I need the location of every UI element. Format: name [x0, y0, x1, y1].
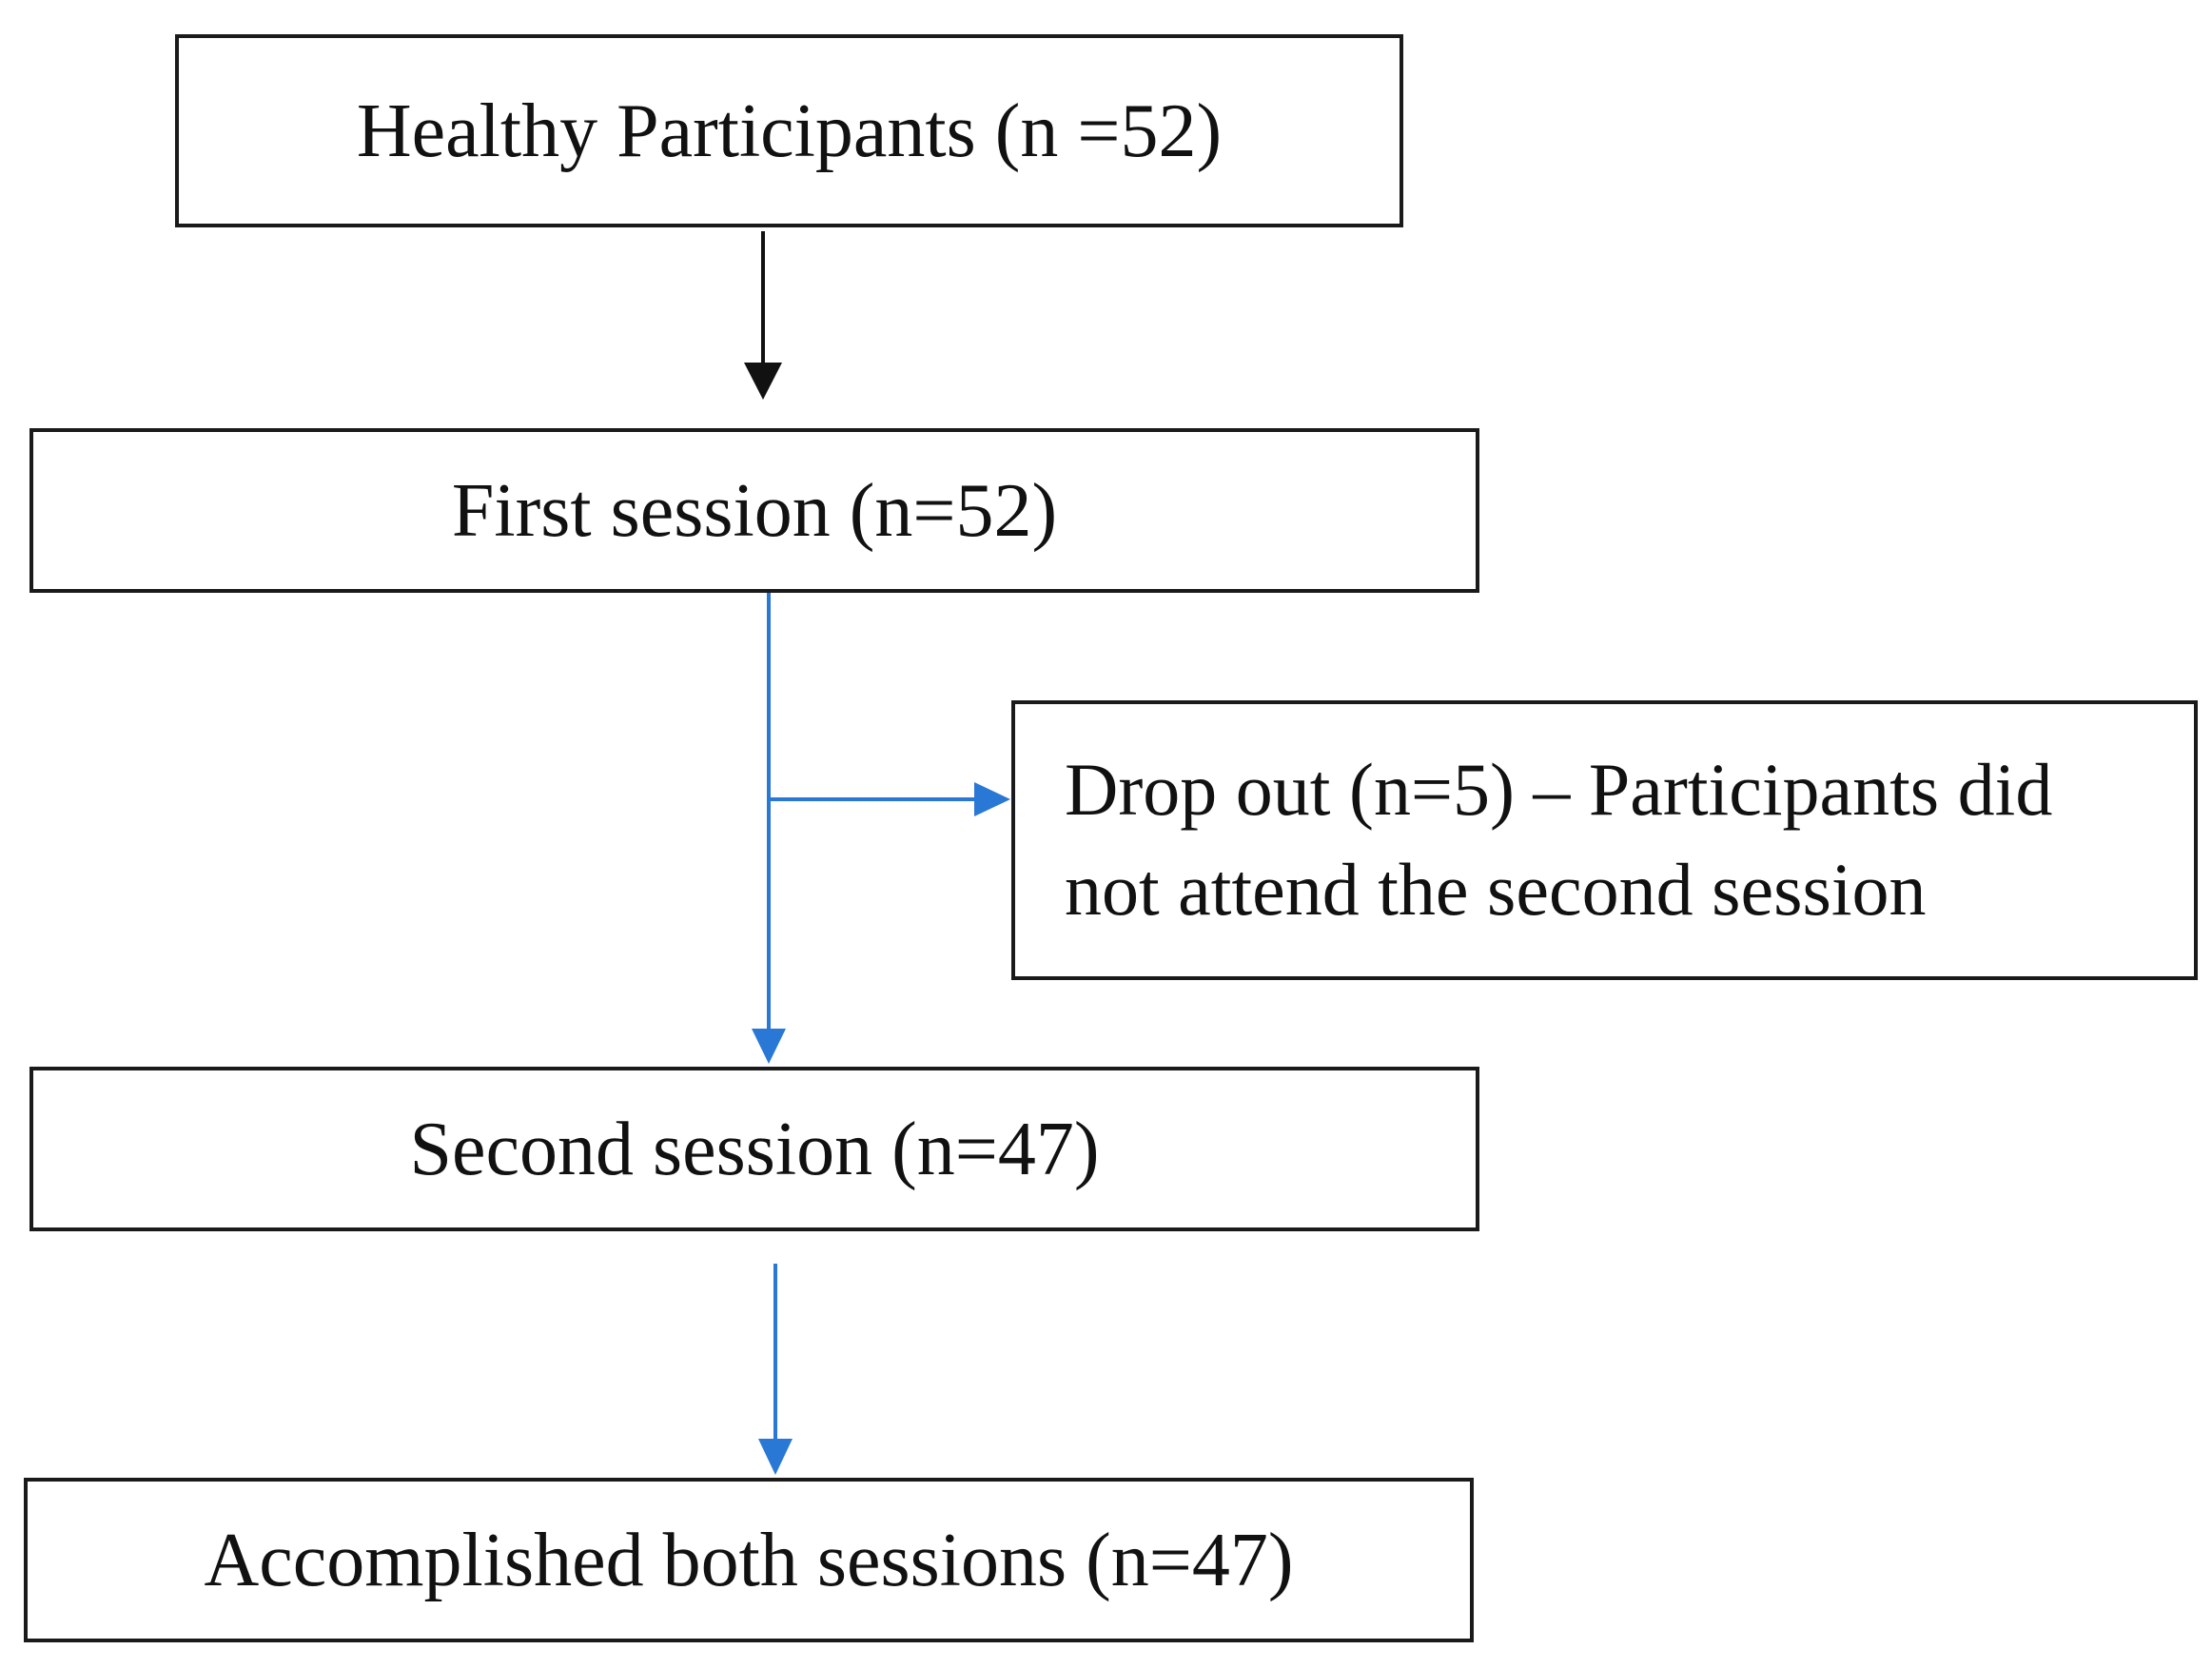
node-second-session: Second session (n=47) [29, 1067, 1479, 1231]
node-healthy-participants-label: Healthy Participants (n =52) [356, 88, 1223, 173]
arrow-first-to-second [752, 593, 786, 1064]
node-accomplished-both-sessions: Accomplished both sessions (n=47) [24, 1478, 1474, 1642]
arrow-first-to-dropout [769, 782, 1010, 816]
node-first-session: First session (n=52) [29, 428, 1479, 593]
node-dropout: Drop out (n=5) – Participants did not at… [1011, 700, 2198, 980]
node-healthy-participants: Healthy Participants (n =52) [175, 34, 1403, 227]
arrow-second-to-both [758, 1264, 793, 1475]
node-first-session-label: First session (n=52) [451, 468, 1058, 553]
arrow-healthy-to-first [744, 231, 782, 400]
node-accomplished-both-sessions-label: Accomplished both sessions (n=47) [204, 1518, 1294, 1602]
node-second-session-label: Second session (n=47) [409, 1107, 1100, 1191]
node-dropout-label: Drop out (n=5) – Participants did not at… [1065, 748, 2053, 931]
